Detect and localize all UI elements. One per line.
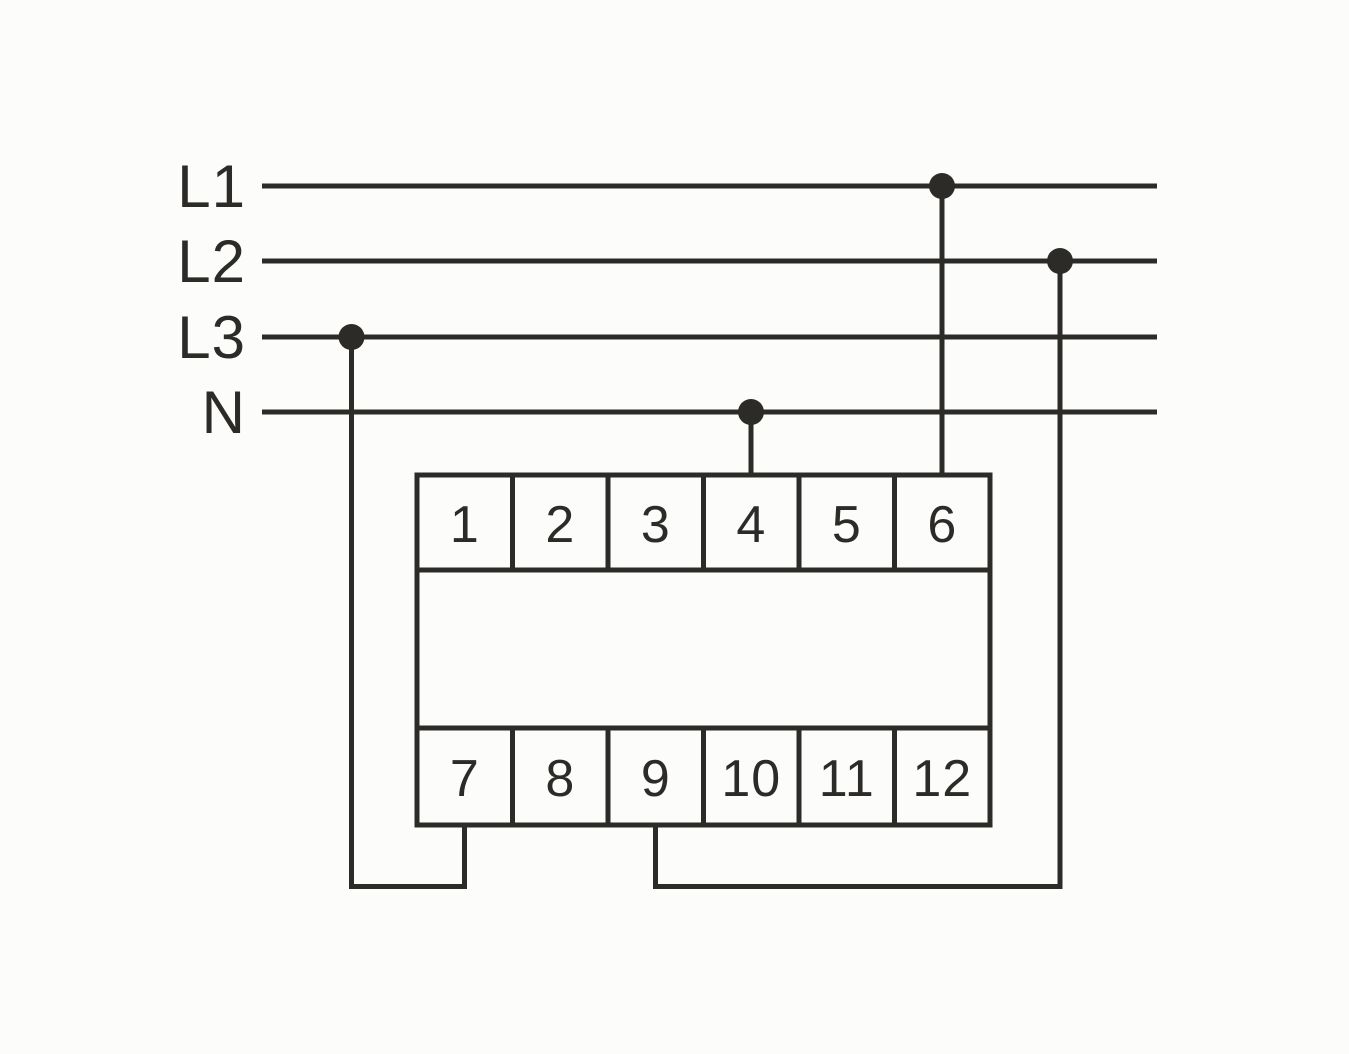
bus-label-L2: L2 [177,228,246,295]
junction-dot-L1 [929,173,955,199]
junction-dot-L2 [1047,248,1073,274]
terminal-7: 7 [450,750,480,808]
terminal-3: 3 [641,496,671,554]
device-module [414,472,993,828]
wire-L3-to-terminal-7 [349,337,467,889]
terminal-11: 11 [819,750,875,808]
junction-dot-L3 [338,324,365,350]
wire-L2-to-terminal-9 [653,261,1063,889]
terminal-2: 2 [545,496,575,554]
terminal-8: 8 [545,750,575,808]
terminal-9: 9 [641,750,671,808]
terminal-1: 1 [450,496,480,554]
junction-dots [338,173,1073,425]
junction-dot-N [738,399,764,425]
terminal-5: 5 [832,496,862,554]
terminal-6: 6 [927,496,957,554]
bus-label-L1: L1 [177,153,246,220]
terminal-10: 10 [721,750,781,808]
bus-label-L3: L3 [177,304,246,371]
terminal-4: 4 [736,496,766,554]
labels: L1 L2 L3 N 1 2 3 4 5 6 7 8 9 10 11 12 [177,153,972,808]
wires [262,183,1157,889]
terminal-12: 12 [912,750,972,808]
bus-label-N: N [202,379,246,446]
